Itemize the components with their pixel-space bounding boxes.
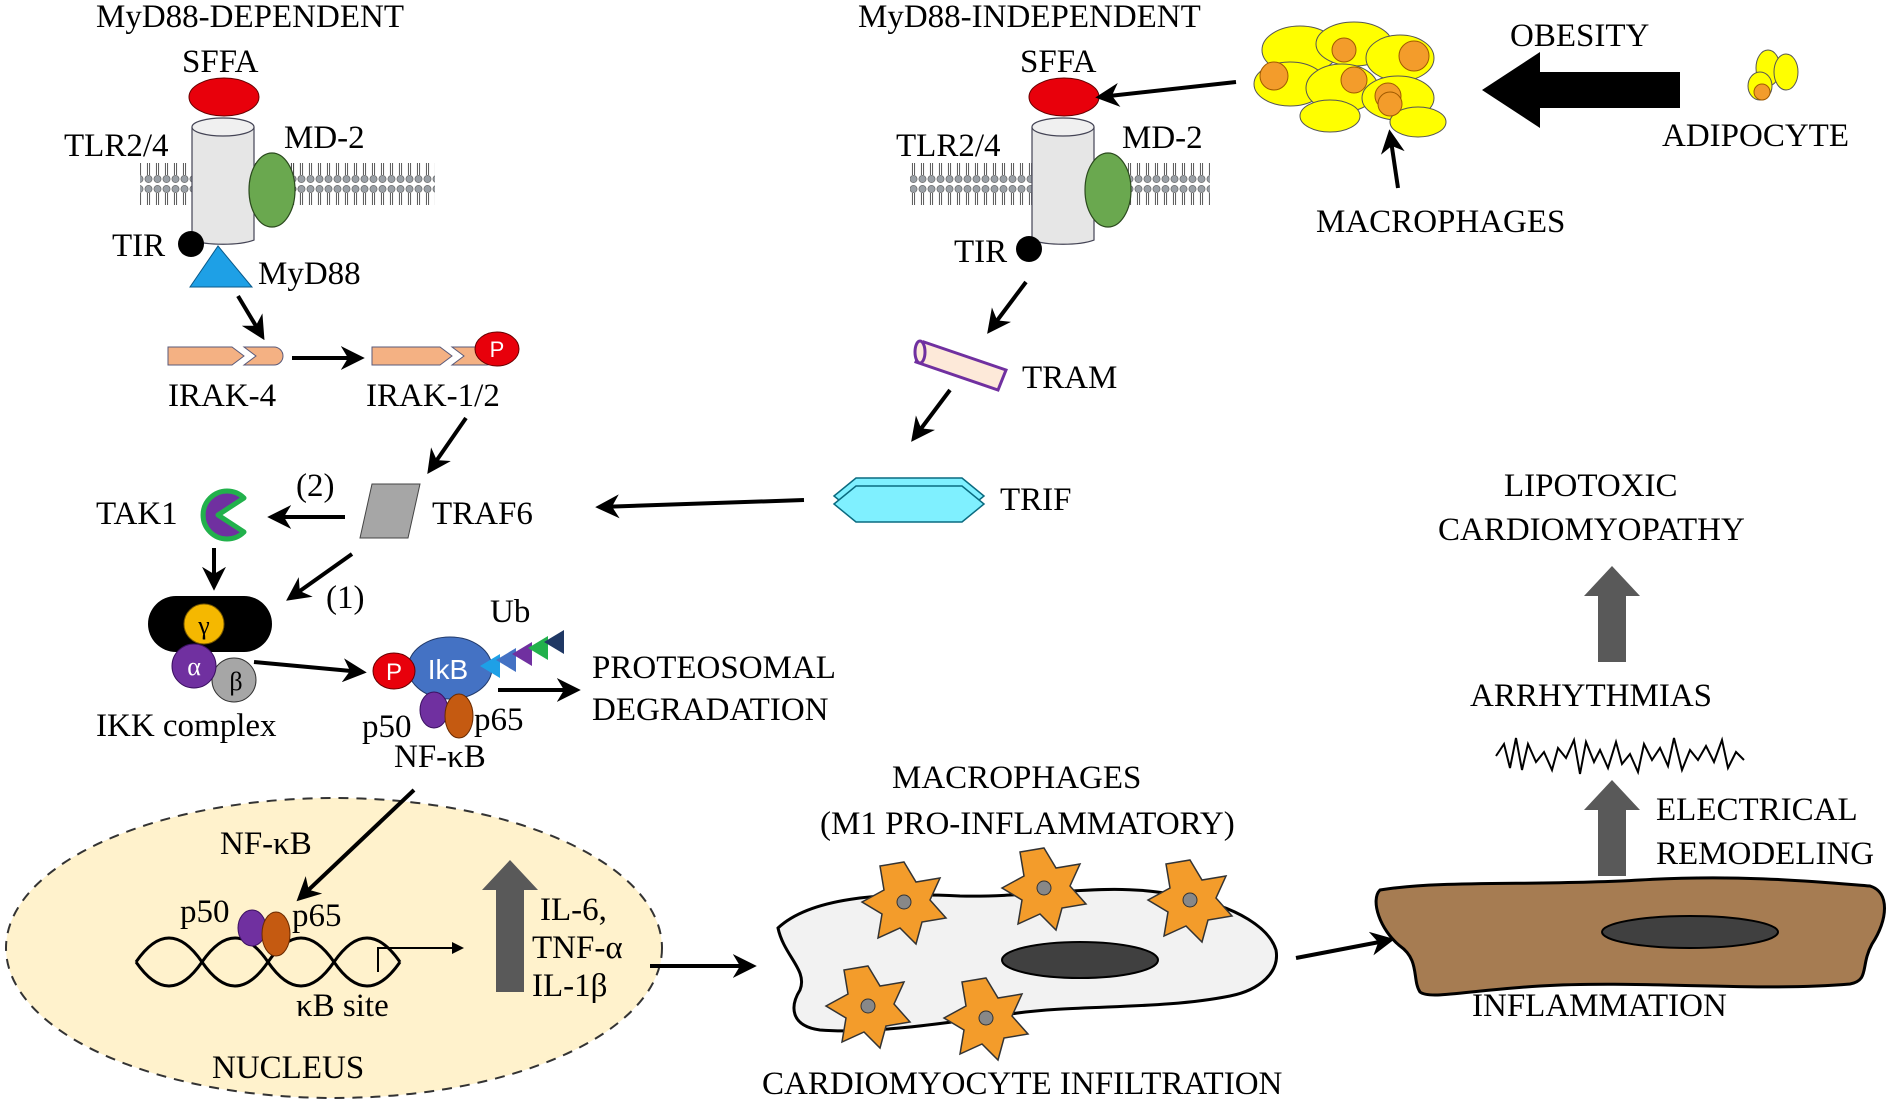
- arrow-trif-traf6: [595, 494, 805, 519]
- arrow-irak12-traf6: [427, 416, 468, 474]
- myd88-dependent-title: MyD88-DEPENDENT: [96, 0, 404, 35]
- macrophages-top-label: MACROPHAGES: [1316, 204, 1565, 240]
- tir-right-label: TIR: [954, 234, 1007, 270]
- tak1-label: TAK1: [96, 496, 178, 532]
- ikk-complex-label: IKK complex: [96, 708, 277, 744]
- arrow-tram-trif: [911, 388, 952, 442]
- kb-site-label: κB site: [296, 988, 389, 1024]
- adipose-cluster: [1253, 21, 1447, 138]
- adipocyte-small: [1747, 49, 1799, 101]
- md2-right: [1084, 152, 1132, 228]
- myd88-label: MyD88: [258, 256, 361, 292]
- myd88-independent-title: MyD88-INDEPENDENT: [858, 0, 1201, 35]
- ikk-complex: γ β α: [148, 596, 272, 703]
- arrow-macrophages-label: [1380, 129, 1405, 189]
- arrhythmias-label: ARRHYTHMIAS: [1470, 678, 1712, 714]
- sffa-right-label: SFFA: [1020, 44, 1097, 80]
- electrical-line1: ELECTRICAL: [1656, 792, 1858, 828]
- ikb-phospho: P: [386, 659, 402, 686]
- dna-helix: [134, 936, 464, 988]
- sffa-left-molecule: [188, 77, 260, 117]
- tir-right-domain: [1016, 236, 1042, 262]
- nucleus-p65-label: p65: [292, 898, 342, 934]
- arrow-ikk-ikb: [253, 658, 367, 683]
- arrow-macrophages-sffa: [1095, 80, 1237, 107]
- ecg-trace: [1495, 736, 1745, 776]
- ikk-alpha: α: [187, 652, 201, 681]
- ikk-gamma: γ: [197, 611, 210, 640]
- irak4-shape: [167, 346, 284, 366]
- phospho-irak12: P: [474, 331, 520, 367]
- ikk-beta: β: [229, 667, 242, 696]
- arrow-traf6-ikk: [286, 552, 354, 601]
- md2-left-label: MD-2: [284, 120, 365, 156]
- cardiomyocyte-infiltration-label: CARDIOMYOCYTE INFILTRATION: [762, 1066, 1283, 1100]
- p65-label: p65: [474, 702, 524, 738]
- il1b-label: IL-1β: [532, 968, 607, 1004]
- svg-text:P: P: [490, 337, 505, 362]
- il6-label: IL-6,: [540, 892, 607, 928]
- proteosomal-line2: DEGRADATION: [592, 692, 829, 728]
- nucleus-label: NUCLEUS: [212, 1050, 364, 1086]
- arrow-tir-tram: [987, 280, 1028, 334]
- sffa-right-molecule: [1028, 77, 1100, 117]
- membrane-left-b: [280, 160, 435, 206]
- p50-label: p50: [362, 709, 412, 745]
- step1-label: (1): [326, 580, 364, 616]
- macrophages-m1-line1: MACROPHAGES: [892, 760, 1141, 796]
- tnfa-label: TNF-α: [532, 930, 623, 966]
- trif-label: TRIF: [1000, 482, 1072, 518]
- nucleus-nfkb-label: NF-κB: [220, 826, 312, 862]
- adipocyte-label: ADIPOCYTE: [1662, 118, 1849, 154]
- proteosomal-line1: PROTEOSOMAL: [592, 650, 836, 686]
- trif-shape: [832, 477, 986, 523]
- myd88-triangle: [189, 245, 254, 288]
- sffa-left-label: SFFA: [182, 44, 259, 80]
- upregulation-arrow: [482, 860, 538, 992]
- lipotoxic-line1: LIPOTOXIC: [1504, 468, 1678, 504]
- ub-label: Ub: [490, 594, 530, 630]
- arrow-to-lipotoxic: [1584, 566, 1640, 662]
- ikb-label: IkB: [428, 654, 468, 685]
- nucleus-p50-shape: [237, 909, 267, 947]
- nfkb-label: NF-κB: [394, 739, 486, 775]
- nucleus-p65-shape: [261, 911, 291, 957]
- tram-label: TRAM: [1022, 360, 1117, 396]
- arrow-myd88-irak4: [236, 294, 265, 341]
- lipotoxic-line2: CARDIOMYOPATHY: [1438, 512, 1745, 548]
- irak4-label: IRAK-4: [168, 378, 276, 414]
- traf6-label: TRAF6: [432, 496, 533, 532]
- obesity-arrow: [1482, 52, 1680, 128]
- electrical-line2: REMODELING: [1656, 836, 1874, 872]
- tram-shape: [913, 339, 1008, 392]
- tlr-right-label: TLR2/4: [896, 128, 1001, 164]
- tlr-receptor-left: [191, 117, 255, 245]
- md2-right-label: MD-2: [1122, 120, 1203, 156]
- obesity-label: OBESITY: [1510, 18, 1649, 54]
- inflammation-label: INFLAMMATION: [1472, 988, 1727, 1024]
- inflamed-cardiomyocyte-nucleus: [1601, 915, 1779, 949]
- m1-macrophages: [824, 847, 1234, 1062]
- tir-left-domain: [178, 231, 204, 257]
- irak12-label: IRAK-1/2: [366, 378, 500, 414]
- traf6-shape: [359, 483, 421, 539]
- ikb-complex: IkB P: [372, 630, 564, 739]
- cardiomyocyte-gray-nucleus: [1001, 941, 1159, 979]
- tak1-shape: [200, 488, 247, 542]
- arrow-infiltration-inflammation: [1295, 931, 1395, 960]
- step2-label: (2): [296, 468, 334, 504]
- macrophages-m1-line2: (M1 PRO-INFLAMMATORY): [820, 806, 1235, 842]
- arrow-electrical-remodeling: [1584, 780, 1640, 876]
- md2-left: [248, 152, 296, 228]
- arrow-nfkb-nucleus: [296, 788, 416, 902]
- tlr-left-label: TLR2/4: [64, 128, 169, 164]
- nucleus-p50-label: p50: [180, 894, 230, 930]
- tlr-receptor-right: [1031, 117, 1095, 245]
- tir-left-label: TIR: [112, 228, 165, 264]
